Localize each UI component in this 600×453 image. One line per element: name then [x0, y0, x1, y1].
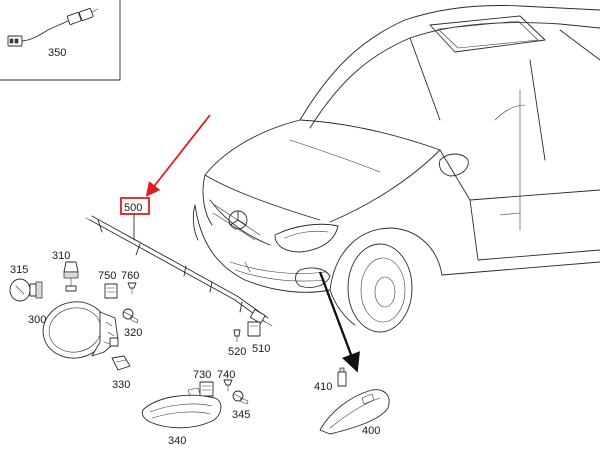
callout-345: 345 — [232, 409, 250, 421]
bulb-part-410[interactable] — [337, 367, 347, 387]
callout-760: 760 — [121, 270, 139, 282]
callout-510: 510 — [252, 343, 270, 355]
callout-310: 310 — [52, 250, 70, 262]
callout-410: 410 — [314, 381, 332, 393]
screw-part-760[interactable] — [127, 282, 137, 295]
screw-part-345[interactable] — [232, 390, 249, 405]
inset-box-adapter-cable: 350 — [0, 0, 121, 81]
callout-340: 340 — [168, 435, 186, 447]
connector-part-510[interactable] — [247, 321, 261, 337]
bulb-part-315[interactable] — [9, 278, 43, 302]
callout-350: 350 — [48, 47, 66, 59]
callout-300: 300 — [28, 314, 46, 326]
wiring-harness-part-500[interactable] — [85, 213, 273, 327]
highlight-arrow — [145, 114, 211, 197]
fog-light-part-300[interactable] — [39, 297, 119, 363]
callout-520: 520 — [228, 346, 246, 358]
callout-750: 750 — [98, 270, 116, 282]
inset-box-border — [0, 0, 121, 81]
clip-part-330[interactable] — [111, 355, 131, 371]
callout-740: 740 — [217, 369, 235, 381]
brand-emblem-icon — [228, 210, 248, 230]
callout-315: 315 — [10, 264, 28, 276]
vehicle-body-illustration — [192, 5, 600, 333]
clip-part-730[interactable] — [199, 381, 214, 397]
daytime-light-part-340[interactable] — [141, 387, 222, 429]
highlight-box-500[interactable] — [120, 197, 150, 215]
callout-400: 400 — [362, 425, 380, 437]
location-arrow — [318, 271, 360, 373]
cover-part-400[interactable] — [319, 389, 390, 435]
screw-part-740[interactable] — [223, 379, 233, 392]
clip-part-750[interactable] — [104, 283, 118, 299]
bulb-part-310[interactable] — [63, 261, 79, 292]
callout-730: 730 — [193, 369, 211, 381]
callout-320: 320 — [124, 327, 142, 339]
adapter-cable-part-350[interactable] — [7, 8, 99, 47]
callout-500: 500 — [124, 202, 142, 214]
screw-part-320[interactable] — [122, 308, 139, 324]
screw-part-520[interactable] — [233, 329, 241, 343]
callout-330: 330 — [112, 379, 130, 391]
